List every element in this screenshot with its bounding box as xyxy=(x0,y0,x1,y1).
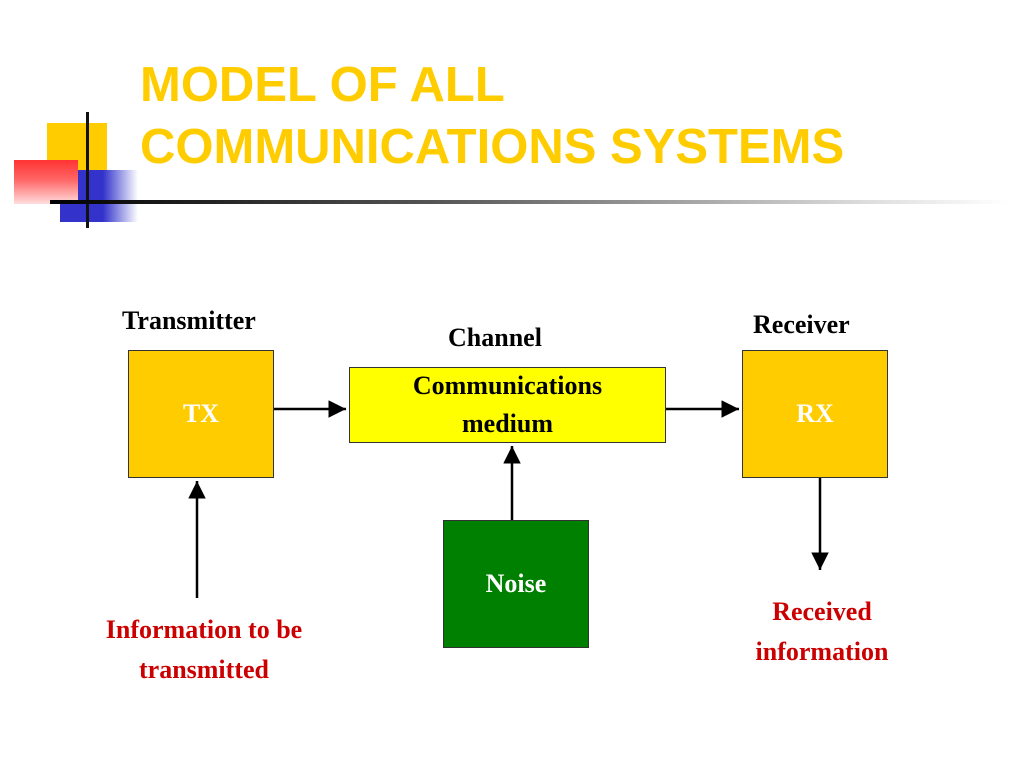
rx-block: RX xyxy=(742,350,888,478)
noise-label: Noise xyxy=(485,569,547,598)
channel-block: Communications medium xyxy=(349,367,666,443)
input-information-label: Information to be transmitted xyxy=(64,610,344,690)
transmitter-heading: Transmitter xyxy=(122,306,256,335)
channel-label-line-1: Communications xyxy=(412,371,603,400)
receiver-heading: Receiver xyxy=(753,310,850,339)
deco-red-square xyxy=(14,160,78,204)
channel-label-line-2: medium xyxy=(462,409,553,438)
title-underline xyxy=(50,200,1010,204)
slide-title: MODEL OF ALL COMMUNICATIONS SYSTEMS xyxy=(140,54,844,178)
noise-block: Noise xyxy=(443,520,589,648)
output-label-line-1: Received xyxy=(772,597,872,626)
tx-label: TX xyxy=(182,399,220,428)
tx-block: TX xyxy=(128,350,274,478)
received-information-label: Received information xyxy=(722,592,922,672)
rx-label: RX xyxy=(796,399,834,428)
channel-heading: Channel xyxy=(448,323,542,352)
slide-title-line-2: COMMUNICATIONS SYSTEMS xyxy=(140,120,845,174)
deco-vertical-line xyxy=(86,112,89,228)
input-label-line-1: Information to be xyxy=(105,615,303,644)
input-label-line-2: transmitted xyxy=(139,655,269,684)
output-label-line-2: information xyxy=(755,637,889,666)
slide-title-line-1: MODEL OF ALL xyxy=(140,58,505,112)
